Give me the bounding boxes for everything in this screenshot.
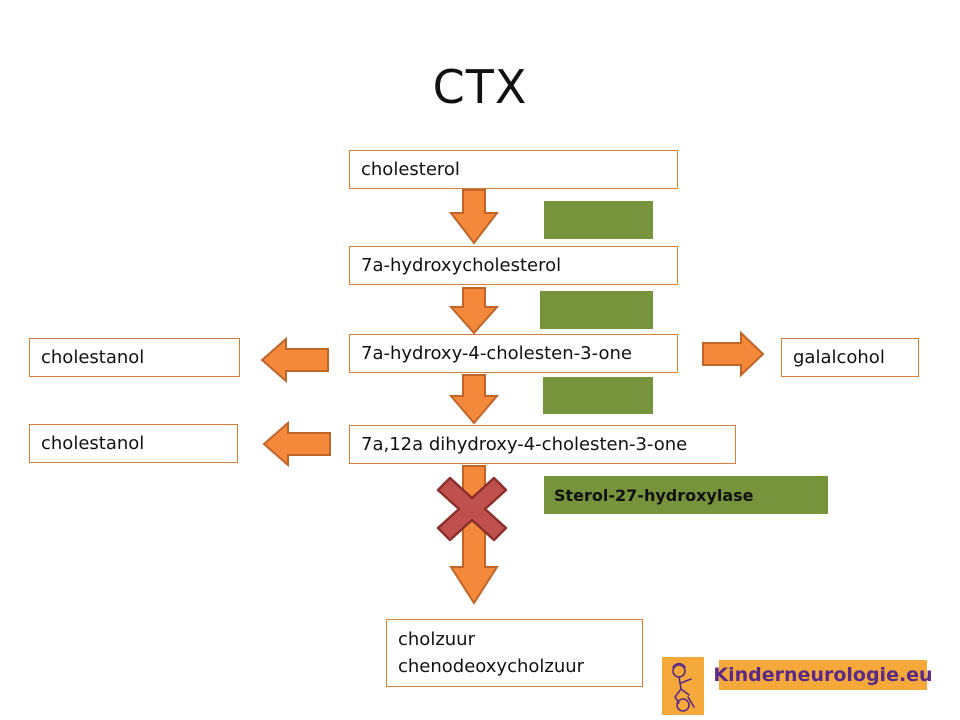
box-bile-acids-line2: chenodeoxycholzuur [398, 656, 585, 677]
arrow-down-icon [448, 374, 500, 425]
box-7a-12a-dihydroxy: 7a,12a dihydroxy-4-cholesten-3-one [349, 425, 736, 464]
box-7a-hydroxy-4-cholesten-3-one-label: 7a-hydroxy-4-cholesten-3-one [361, 343, 632, 364]
box-7a-12a-dihydroxy-label: 7a,12a dihydroxy-4-cholesten-3-one [361, 434, 688, 455]
box-7a-hydroxycholesterol-label: 7a-hydroxycholesterol [361, 255, 562, 276]
enzyme-sterol-27-hydroxylase-label: Sterol-27-hydroxylase [554, 485, 754, 505]
enzyme-box-2 [540, 291, 653, 329]
box-cholestanol-lower: cholestanol [29, 424, 238, 463]
box-galalcohol: galalcohol [781, 338, 919, 377]
arrow-left-icon [260, 336, 329, 384]
arrow-right-icon [702, 330, 765, 378]
box-bile-acids-line1: cholzuur [398, 629, 475, 650]
enzyme-box-1 [544, 201, 653, 239]
enzyme-box-3 [543, 377, 653, 414]
arrow-down-icon [448, 287, 500, 335]
enzyme-box-sterol-27-hydroxylase: Sterol-27-hydroxylase [544, 476, 828, 514]
box-cholesterol: cholesterol [349, 150, 678, 189]
child-logo-icon [662, 657, 704, 715]
box-cholesterol-label: cholesterol [361, 159, 460, 180]
box-cholestanol-upper-label: cholestanol [41, 347, 145, 368]
site-brand-label: Kinderneurologie.eu [713, 664, 933, 686]
cross-icon [436, 476, 508, 542]
box-7a-hydroxy-4-cholesten-3-one: 7a-hydroxy-4-cholesten-3-one [349, 334, 678, 373]
arrow-left-icon [262, 420, 331, 468]
box-galalcohol-label: galalcohol [793, 347, 885, 368]
box-cholestanol-upper: cholestanol [29, 338, 240, 377]
page-title: CTX [432, 60, 528, 114]
box-7a-hydroxycholesterol: 7a-hydroxycholesterol [349, 246, 678, 285]
box-cholestanol-lower-label: cholestanol [41, 433, 145, 454]
site-brand-badge: Kinderneurologie.eu [713, 660, 933, 690]
arrow-down-icon [448, 189, 500, 245]
arrow-down-icon [449, 465, 499, 605]
box-bile-acids: cholzuur chenodeoxycholzuur [386, 619, 643, 687]
